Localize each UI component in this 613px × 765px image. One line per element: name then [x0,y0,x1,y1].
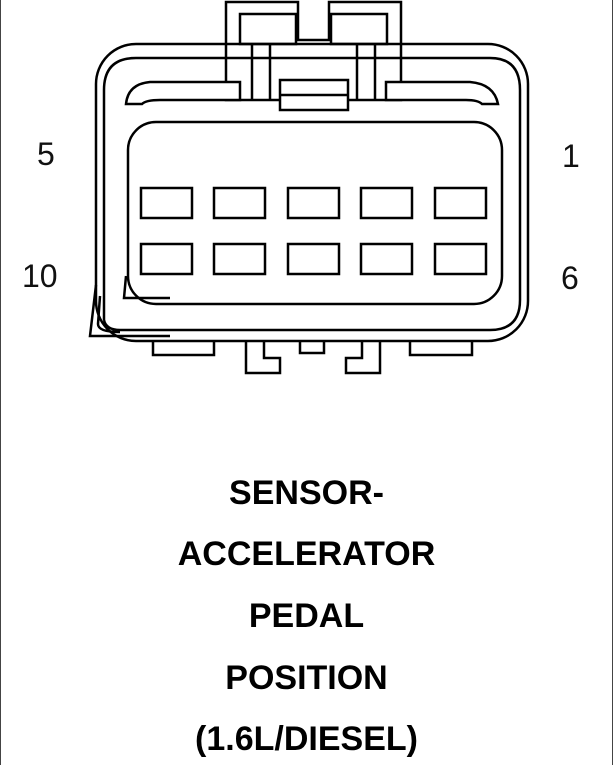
caption-line-2: ACCELERATOR [177,535,436,573]
pin-cavity-2 [359,186,414,220]
caption-line-1: SENSOR- [229,474,384,512]
connector-shell-inner [102,56,522,332]
bottom-foot-center-right [344,341,382,375]
pin-cavity-8 [286,242,341,276]
pin-cavity-7 [359,242,414,276]
connector-outer-shell [94,42,530,343]
latch-tab-left [238,12,298,46]
caption-line-5: (1.6L/DIESEL) [195,720,418,758]
latch-tab-right [329,12,389,46]
bottom-foot-center [298,341,326,355]
pin-label-top-left: 5 [37,136,55,172]
pin-cavity-6 [433,242,488,276]
pin-cavity-1 [433,186,488,220]
connector-diagram [88,0,530,375]
keying-line-outer [88,284,170,338]
keying-line-inner [96,295,121,334]
pin-label-top-right: 1 [562,138,580,174]
bottom-foot-right [408,341,474,357]
pin-label-bottom-right: 6 [561,260,579,296]
pin-cavity-4 [212,186,267,220]
upper-rib-right [384,80,500,106]
bottom-foot-center-left [244,341,282,375]
pin-face [126,120,504,306]
caption-line-4: POSITION [225,659,388,697]
bottom-foot-left [151,341,216,357]
caption-line-3: PEDAL [248,597,365,635]
pin-cavity-5 [139,186,194,220]
upper-rib-left [124,80,242,106]
keying-line-notch [122,275,170,300]
left-border-line [0,0,1,765]
pin-cavity-10 [139,242,194,276]
pin-label-bottom-left: 10 [22,258,58,294]
pin-cavity-3 [286,186,341,220]
pin-cavity-9 [212,242,267,276]
